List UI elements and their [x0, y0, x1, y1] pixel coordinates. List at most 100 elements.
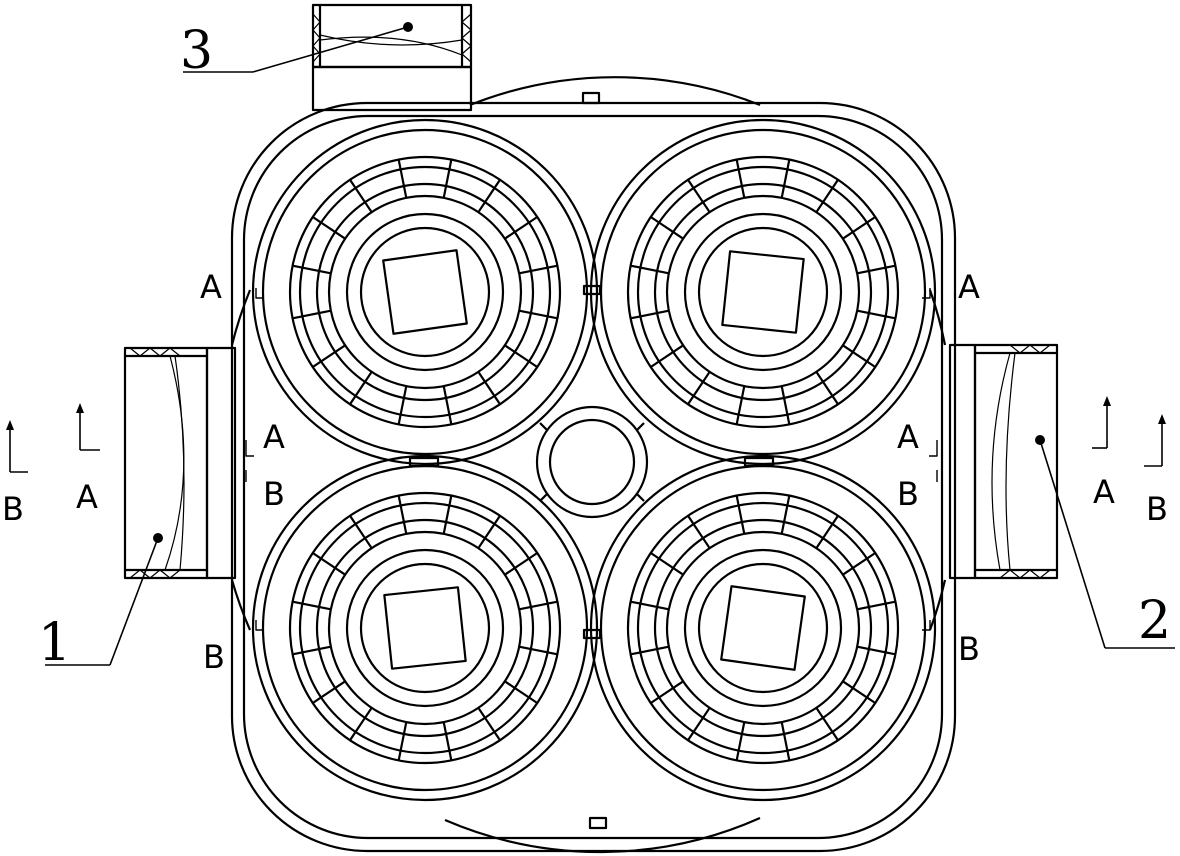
- filter-ring: [251, 118, 599, 466]
- base-flange: [230, 76, 947, 854]
- callout-3: 3: [180, 21, 213, 81]
- filter-ring: [327, 194, 523, 390]
- filter-ring: [589, 118, 937, 466]
- filter-ring: [261, 464, 589, 792]
- filter-rib: [856, 645, 896, 656]
- right-outlet-pipe: [948, 343, 1059, 580]
- housing-body: [230, 101, 957, 853]
- filter-ring: [251, 454, 599, 802]
- left-inlet-pipe: [123, 346, 237, 580]
- filter-rib: [650, 680, 684, 704]
- filter-rib: [650, 552, 684, 576]
- filter-rib: [856, 600, 896, 611]
- filter-ring: [359, 226, 491, 358]
- filter-rib: [815, 707, 839, 741]
- filter-rib: [504, 552, 538, 576]
- filter-ring: [683, 548, 843, 708]
- filter-rib: [815, 371, 839, 405]
- filter-rib: [842, 680, 876, 704]
- filter-rib: [292, 264, 332, 275]
- square-core: [383, 586, 467, 670]
- section-label-a: A: [958, 268, 980, 306]
- filter-element: [251, 454, 599, 802]
- filter-ring: [665, 530, 861, 726]
- filter-ring: [327, 530, 523, 726]
- section-label-b: B: [2, 490, 24, 528]
- filter-rib: [349, 179, 373, 213]
- filter-rib: [780, 721, 791, 761]
- filter-ring: [288, 491, 562, 765]
- section-label-a: A: [76, 478, 98, 516]
- filter-rib: [312, 344, 346, 368]
- filter-rib: [735, 385, 746, 425]
- filter-ring: [599, 128, 927, 456]
- section-ticks: [245, 288, 938, 631]
- filter-rib: [504, 680, 538, 704]
- filter-rib: [442, 159, 453, 199]
- filter-ring: [589, 454, 937, 802]
- filter-ring: [345, 548, 505, 708]
- filter-element: [589, 454, 937, 802]
- filter-rib: [292, 309, 332, 320]
- filter-ring: [298, 501, 552, 755]
- filter-ring: [683, 212, 843, 372]
- callout-2: 2: [1138, 591, 1171, 651]
- filter-element: [589, 118, 937, 466]
- filter-rib: [397, 159, 408, 199]
- filter-rib: [735, 495, 746, 535]
- filter-ring: [298, 165, 552, 419]
- filter-rib: [842, 552, 876, 576]
- filter-rib: [442, 495, 453, 535]
- filter-rib: [397, 385, 408, 425]
- filter-ring: [599, 464, 927, 792]
- filter-rib: [518, 600, 558, 611]
- filter-rib: [687, 707, 711, 741]
- filter-rib: [292, 600, 332, 611]
- filter-ring: [626, 155, 900, 429]
- section-label-b: B: [897, 475, 919, 513]
- filter-rib: [650, 216, 684, 240]
- filter-rib: [735, 159, 746, 199]
- filter-ring: [636, 165, 890, 419]
- filter-rib: [630, 600, 670, 611]
- section-label-a: A: [897, 418, 919, 456]
- square-core: [382, 249, 468, 335]
- filter-rib: [815, 179, 839, 213]
- filter-rib: [397, 495, 408, 535]
- filter-rib: [735, 721, 746, 761]
- filter-rib: [477, 371, 501, 405]
- filter-rib: [780, 385, 791, 425]
- top-outlet-pipe: [311, 3, 473, 112]
- filter-element: [251, 118, 599, 466]
- filter-rib: [630, 264, 670, 275]
- filter-rib: [312, 680, 346, 704]
- filter-ring: [626, 491, 900, 765]
- filter-rib: [842, 344, 876, 368]
- filter-ring: [697, 226, 829, 358]
- filter-rib: [504, 344, 538, 368]
- filter-rib: [349, 371, 373, 405]
- filter-rib: [312, 552, 346, 576]
- section-label-a: A: [1093, 473, 1115, 511]
- filter-rib: [477, 179, 501, 213]
- filter-ring: [315, 518, 535, 738]
- filter-rib: [312, 216, 346, 240]
- filter-rib: [477, 515, 501, 549]
- filter-rib: [349, 515, 373, 549]
- filter-rib: [292, 645, 332, 656]
- filter-rib: [856, 264, 896, 275]
- leader-dots: [153, 22, 1045, 543]
- filter-ring: [261, 128, 589, 456]
- filter-rib: [630, 309, 670, 320]
- filter-ring: [665, 194, 861, 390]
- filter-ring: [315, 182, 535, 402]
- filter-rib: [518, 264, 558, 275]
- filter-rib: [397, 721, 408, 761]
- leader-lines: [45, 26, 1175, 666]
- section-arrows: [9, 400, 1163, 473]
- filter-ring: [653, 182, 873, 402]
- filter-rib: [815, 515, 839, 549]
- filter-rib: [842, 216, 876, 240]
- section-label-b: B: [958, 630, 980, 668]
- filter-rib: [856, 309, 896, 320]
